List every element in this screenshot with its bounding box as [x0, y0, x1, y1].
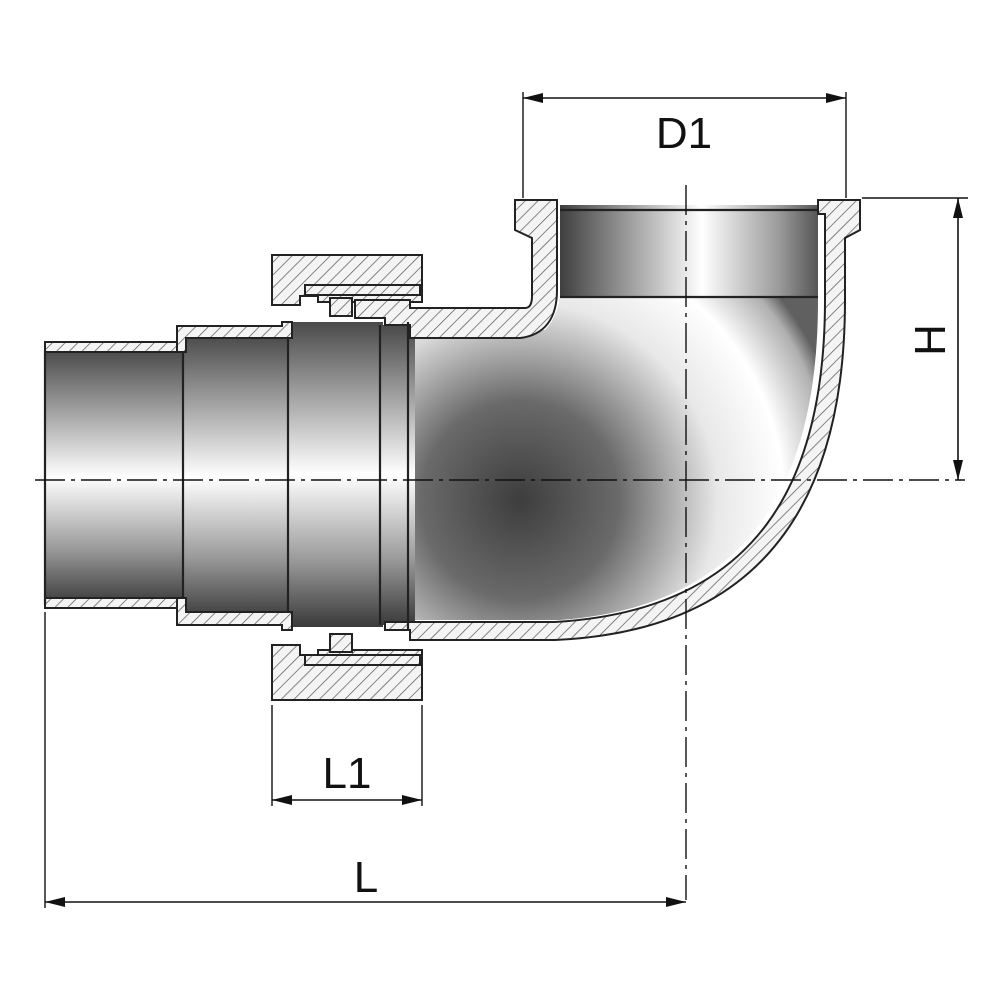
- dimension-label-d1: D1: [656, 109, 712, 158]
- dimension-label-l1: L1: [323, 749, 372, 798]
- center-lines: [35, 185, 965, 900]
- dimension-label-l: L: [354, 853, 378, 902]
- dimension-l: L: [44, 612, 686, 908]
- dimension-h: H: [862, 197, 968, 480]
- dimension-d1: D1: [522, 92, 847, 198]
- dimension-label-h: H: [906, 324, 955, 356]
- fitting-outlines: [43, 208, 818, 630]
- dimension-l1: L1: [271, 705, 423, 806]
- section-walls: [44, 199, 861, 701]
- pipe-interior: [45, 205, 818, 627]
